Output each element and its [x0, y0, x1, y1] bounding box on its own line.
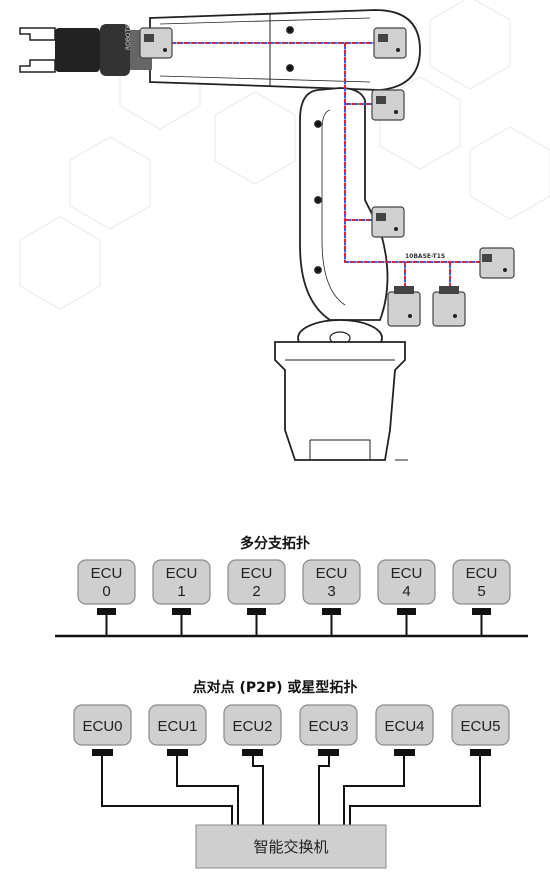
ecu-label: ECU2 — [232, 718, 272, 735]
ecu-label-line1: ECU — [391, 565, 423, 582]
cable-standard-label: 10BASE-T1S — [405, 253, 445, 260]
ecu-connector — [397, 608, 416, 615]
p2p-ecu-group: ECU0 ECU1 ECU2 ECU3 ECU4 ECU5 — [73, 704, 510, 756]
cable-node — [371, 89, 405, 121]
gripper-icon: ROBOTIC — [19, 23, 152, 76]
ecu-label-line2: 2 — [252, 583, 260, 600]
ecu-connector — [97, 608, 116, 615]
t1s-cable — [170, 42, 480, 290]
ecu-box — [375, 704, 434, 746]
ecu-label-line1: ECU — [241, 565, 273, 582]
ecu-connector — [322, 608, 341, 615]
p2p-ecu-0: ECU0 — [73, 704, 132, 756]
ecu-label-line1: ECU — [466, 565, 498, 582]
ecu-connector — [242, 749, 263, 756]
p2p-wire-1 — [176, 756, 239, 825]
multidrop-ecu-3: ECU3 — [302, 559, 361, 636]
ecu-connector — [318, 749, 339, 756]
ecu-label-line1: ECU — [166, 565, 198, 582]
multidrop-ecu-1: ECU1 — [152, 559, 211, 636]
ecu-box — [148, 704, 207, 746]
ecu-label: ECU4 — [384, 718, 424, 735]
p2p-wire-4 — [343, 756, 405, 825]
ecu-box — [152, 559, 211, 605]
p2p-ecu-4: ECU4 — [375, 704, 434, 756]
robot-brand-label: ROBOTIC — [125, 23, 132, 50]
ecu-connector — [92, 749, 113, 756]
ecu-box — [451, 704, 510, 746]
p2p-ecu-5: ECU5 — [451, 704, 510, 756]
ecu-label-line1: ECU — [91, 565, 123, 582]
p2p-ecu-2: ECU2 — [223, 704, 282, 756]
multidrop-ecu-2: ECU2 — [227, 559, 286, 636]
ecu-label-line2: 3 — [327, 583, 335, 600]
ecu-label: ECU0 — [82, 718, 122, 735]
ecu-box — [227, 559, 286, 605]
ecu-connector — [247, 608, 266, 615]
multidrop-ecu-0: ECU0 — [77, 559, 136, 636]
ecu-box — [302, 559, 361, 605]
ecu-label-line2: 0 — [102, 583, 110, 600]
ecu-box — [223, 704, 282, 746]
cable-node — [387, 286, 421, 327]
p2p-wire-0 — [101, 756, 233, 825]
ecu-box — [73, 704, 132, 746]
cable-node — [479, 247, 515, 279]
p2p-title: 点对点 (P2P) 或星型拓扑 — [193, 679, 358, 696]
cable-node — [432, 286, 466, 327]
multidrop-title: 多分支拓扑 — [240, 535, 310, 552]
ecu-label: ECU3 — [308, 718, 348, 735]
cable-node-group — [139, 27, 515, 327]
ecu-connector — [470, 749, 491, 756]
ecu-label-line1: ECU — [316, 565, 348, 582]
ecu-label: ECU1 — [157, 718, 197, 735]
ecu-box — [77, 559, 136, 605]
ecu-connector — [167, 749, 188, 756]
cable-node — [139, 27, 173, 59]
cable-node — [373, 27, 407, 59]
p2p-wire-5 — [349, 756, 481, 825]
multidrop-ecu-4: ECU4 — [377, 559, 436, 636]
p2p-wires — [101, 756, 481, 825]
p2p-ecu-3: ECU3 — [299, 704, 358, 756]
ecu-label-line2: 4 — [402, 583, 410, 600]
multidrop-ecu-5: ECU5 — [452, 559, 511, 636]
smart-switch: 智能交换机 — [195, 824, 387, 869]
ecu-box — [299, 704, 358, 746]
ecu-label-line2: 5 — [477, 583, 485, 600]
hexagon-background — [19, 0, 550, 310]
ecu-connector — [394, 749, 415, 756]
ecu-box — [377, 559, 436, 605]
p2p-wire-3 — [318, 756, 330, 825]
ecu-box — [452, 559, 511, 605]
ecu-connector — [172, 608, 191, 615]
smart-switch-label: 智能交换机 — [253, 838, 328, 856]
p2p-wire-2 — [252, 756, 264, 825]
cable-node — [371, 206, 405, 238]
ecu-label-line2: 1 — [177, 583, 185, 600]
ecu-connector — [472, 608, 491, 615]
p2p-ecu-1: ECU1 — [148, 704, 207, 756]
ecu-label: ECU5 — [460, 718, 500, 735]
